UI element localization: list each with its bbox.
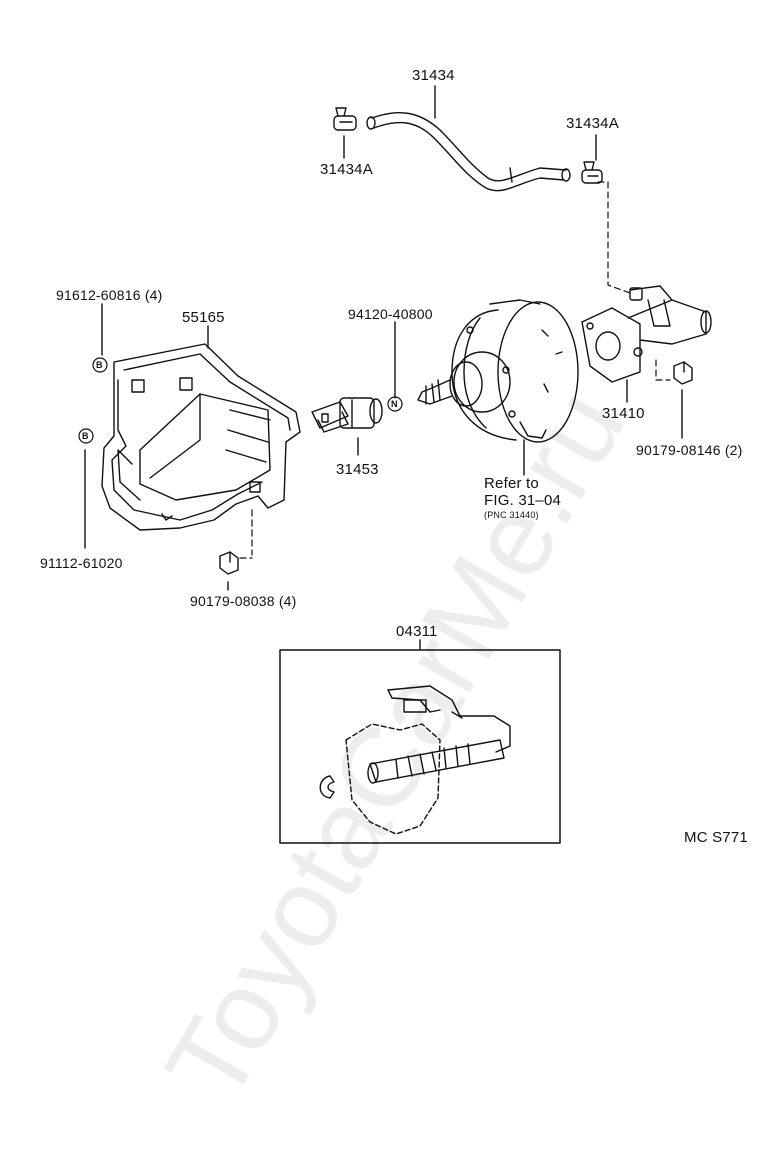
vacuum-hose-31434	[366, 111, 571, 192]
master-cylinder-31410	[581, 285, 712, 383]
label-94120-40800: 94120-40800	[348, 306, 433, 322]
label-31434: 31434	[412, 67, 455, 84]
nut-90179-08038	[219, 551, 239, 575]
bracket-55165	[101, 343, 301, 531]
label-91112-61020: 91112-61020	[40, 555, 123, 571]
label-31453: 31453	[336, 461, 379, 478]
bolt-marker-circles	[78, 357, 403, 444]
brake-booster	[417, 299, 579, 443]
nut-marker-n: N	[391, 399, 398, 409]
switch-31453	[311, 397, 383, 433]
repair-kit-parts	[319, 685, 511, 835]
label-91612-60816: 91612-60816 (4)	[56, 287, 163, 303]
figure-code: MC S771	[684, 829, 748, 846]
label-04311: 04311	[396, 623, 438, 640]
label-55165: 55165	[182, 309, 225, 326]
refer-figure-text: FIG. 31–04	[484, 492, 562, 509]
label-31410: 31410	[602, 405, 645, 422]
label-31434a-right: 31434A	[566, 115, 619, 132]
label-90179-08146: 90179-08146 (2)	[636, 442, 743, 458]
repair-kit-frame	[279, 649, 561, 844]
refer-to-text: Refer to	[484, 475, 539, 492]
refer-pnc-text: (PNC 31440)	[484, 510, 539, 520]
bolt-marker-b-lower: B	[82, 431, 89, 441]
leader-lines	[84, 85, 683, 651]
nut-90179-08146	[673, 361, 693, 385]
label-31434a-left: 31434A	[320, 161, 373, 178]
bolt-marker-b-upper: B	[96, 360, 103, 370]
hose-clamp-left	[333, 107, 357, 131]
label-90179-08038: 90179-08038 (4)	[190, 593, 297, 609]
hose-clamp-right	[581, 161, 603, 184]
dashed-connectors	[239, 181, 671, 559]
